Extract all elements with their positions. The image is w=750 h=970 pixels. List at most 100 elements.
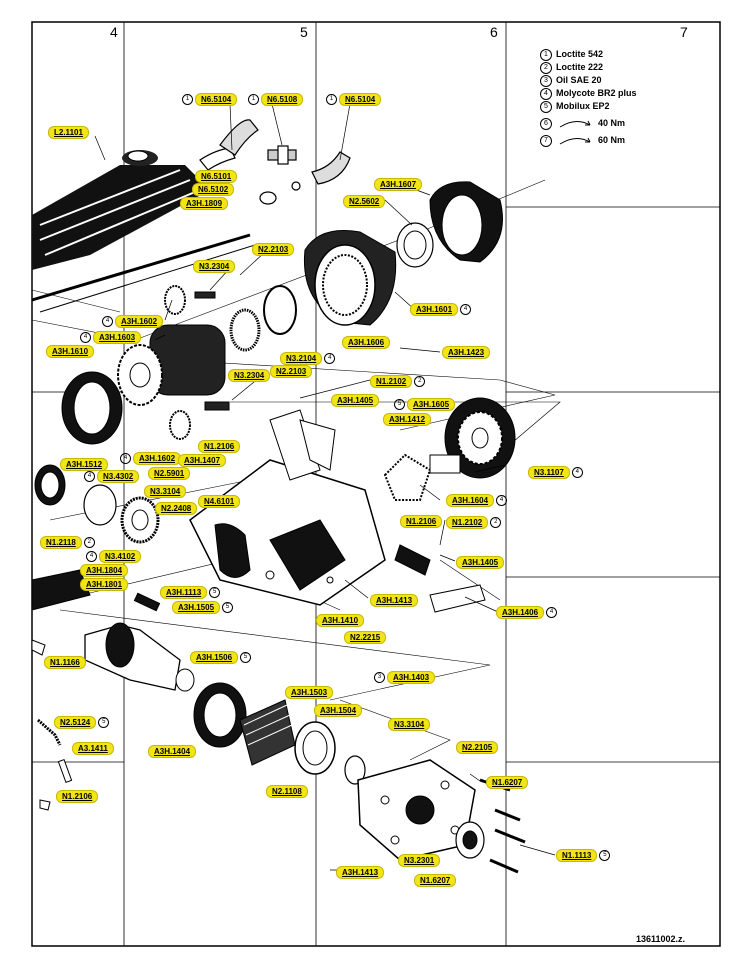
part-number-text: A3H.1407 (184, 456, 221, 465)
part-label-n3-3104: N3.3104 (144, 485, 187, 498)
part-number-badge: N3.4302 (97, 470, 140, 483)
knurled-sleeve-drawing (193, 682, 366, 785)
lubricant-marker: 4 (86, 551, 97, 563)
part-label-n3-2304: N3.2304 (228, 369, 271, 382)
part-number-badge: N1.1113 (556, 849, 598, 862)
legend-text: 40 Nm (598, 118, 626, 128)
part-label-a3h-1606: A3H.1606 (342, 336, 391, 349)
lubricant-marker: 2 (414, 376, 426, 388)
part-number-badge: A3H.1412 (383, 413, 432, 426)
part-number-text: A3H.1504 (320, 706, 357, 715)
part-label-n4-6101: N4.6101 (198, 495, 241, 508)
part-number-badge: A3H.1601 (410, 303, 459, 316)
part-number-text: N1.2118 (46, 538, 76, 547)
part-number-badge: N1.2106 (56, 790, 99, 803)
part-label-n3-2301: N3.2301 (398, 854, 441, 867)
part-label-n2-2103: N2.2103 (252, 243, 295, 256)
part-label-n2-2215: N2.2215 (344, 631, 387, 644)
part-number-badge: A3.1411 (72, 742, 114, 755)
part-number-text: L2.1101 (54, 128, 83, 137)
part-number-badge: N1.2106 (198, 440, 241, 453)
part-number-badge: A3H.1504 (314, 704, 363, 717)
document-number: 13611002.z. (636, 934, 686, 944)
part-label-n6-5108: 1 N6.5108 (246, 93, 304, 106)
part-number-badge: A3H.1413 (370, 594, 419, 607)
part-number-text: A3H.1610 (52, 347, 89, 356)
part-number-text: N4.6101 (204, 497, 235, 506)
part-number-badge: A3H.1405 (456, 556, 505, 569)
part-number-text: N3.2104 (286, 354, 317, 363)
legend-row: 4 Molycote BR2 plus (540, 87, 637, 100)
part-number-badge: N1.2118 (40, 536, 82, 549)
legend-text: Loctite 222 (556, 62, 604, 72)
spindle-drawing (31, 592, 195, 692)
part-number-badge: N2.5124 (54, 716, 97, 729)
part-label-n3-2104: N3.2104 4 (280, 352, 337, 365)
legend-marker: 7 (540, 134, 552, 147)
part-label-n6-5102: N6.5102 (192, 183, 235, 196)
part-number-badge: A3H.1403 (387, 671, 436, 684)
part-number-text: A3H.1410 (322, 616, 359, 625)
grid-column-number: 6 (490, 24, 498, 40)
part-number-badge: N2.5602 (343, 195, 386, 208)
small-pins-drawing (37, 718, 73, 811)
part-label-a3h-1607: A3H.1607 (374, 178, 423, 191)
part-number-text: A3H.1423 (448, 348, 485, 357)
part-number-text: N1.2106 (204, 442, 235, 451)
part-number-text: A3H.1809 (186, 199, 223, 208)
part-number-badge: N3.2104 (280, 352, 323, 365)
lubricant-marker: 4 (84, 471, 95, 483)
grid-column-number: 5 (300, 24, 308, 40)
part-number-badge: N3.3104 (144, 485, 187, 498)
part-number-text: A3H.1403 (393, 673, 430, 682)
legend-text: Mobilux EP2 (556, 101, 610, 111)
legend-text: 60 Nm (598, 135, 626, 145)
end-cap-drawing (396, 181, 503, 268)
part-number-badge: N3.1107 (528, 466, 570, 479)
part-number-badge: A3H.1809 (180, 197, 229, 210)
part-number-text: A3H.1505 (178, 603, 215, 612)
part-number-badge: A3H.1503 (285, 686, 334, 699)
part-number-badge: A3H.1404 (148, 745, 197, 758)
part-label-a3h-1801: A3H.1801 (80, 578, 129, 591)
part-number-text: N1.6207 (420, 876, 451, 885)
part-number-text: A3H.1503 (291, 688, 328, 697)
lubricant-marker: 5 (599, 850, 611, 862)
lubricant-marker: 4 (496, 495, 508, 507)
part-label-a3h-1423: A3H.1423 (442, 346, 491, 359)
part-number-badge: A3H.1603 (93, 331, 142, 344)
legend-row: 5 Mobilux EP2 (540, 100, 637, 113)
lubricant-marker: 1 (248, 94, 259, 106)
part-label-a3h-1404: A3H.1404 (148, 745, 197, 758)
part-number-badge: A3H.1607 (374, 178, 423, 191)
part-number-text: N6.5104 (201, 95, 232, 104)
part-label-n1-6207: N1.6207 (414, 874, 457, 887)
legend-marker: 2 (540, 61, 552, 74)
part-label-a3h-1413: A3H.1413 (370, 594, 419, 607)
part-number-text: N2.2105 (462, 743, 493, 752)
part-label-a3h-1604: A3H.1604 4 (446, 494, 509, 507)
part-number-text: A3H.1604 (452, 496, 489, 505)
lubricant-marker: 4 (324, 353, 336, 365)
legend-marker: 1 (540, 48, 552, 61)
part-label-a3h-1412: A3H.1412 (383, 413, 432, 426)
part-label-n2-2105: N2.2105 (456, 741, 499, 754)
legend-marker: 4 (540, 87, 552, 100)
grid-column-number: 7 (680, 24, 688, 40)
part-number-badge: A3H.1505 (172, 601, 221, 614)
lubricant-marker: 4 (80, 332, 91, 344)
part-number-text: N6.5108 (267, 95, 298, 104)
part-number-badge: N1.6207 (486, 776, 529, 789)
legend-row: 2 Loctite 222 (540, 61, 637, 74)
lubricant-marker: 3 (374, 672, 385, 684)
part-label-n2-5901: N2.5901 (148, 467, 191, 480)
flange-plate-drawing (357, 759, 526, 874)
